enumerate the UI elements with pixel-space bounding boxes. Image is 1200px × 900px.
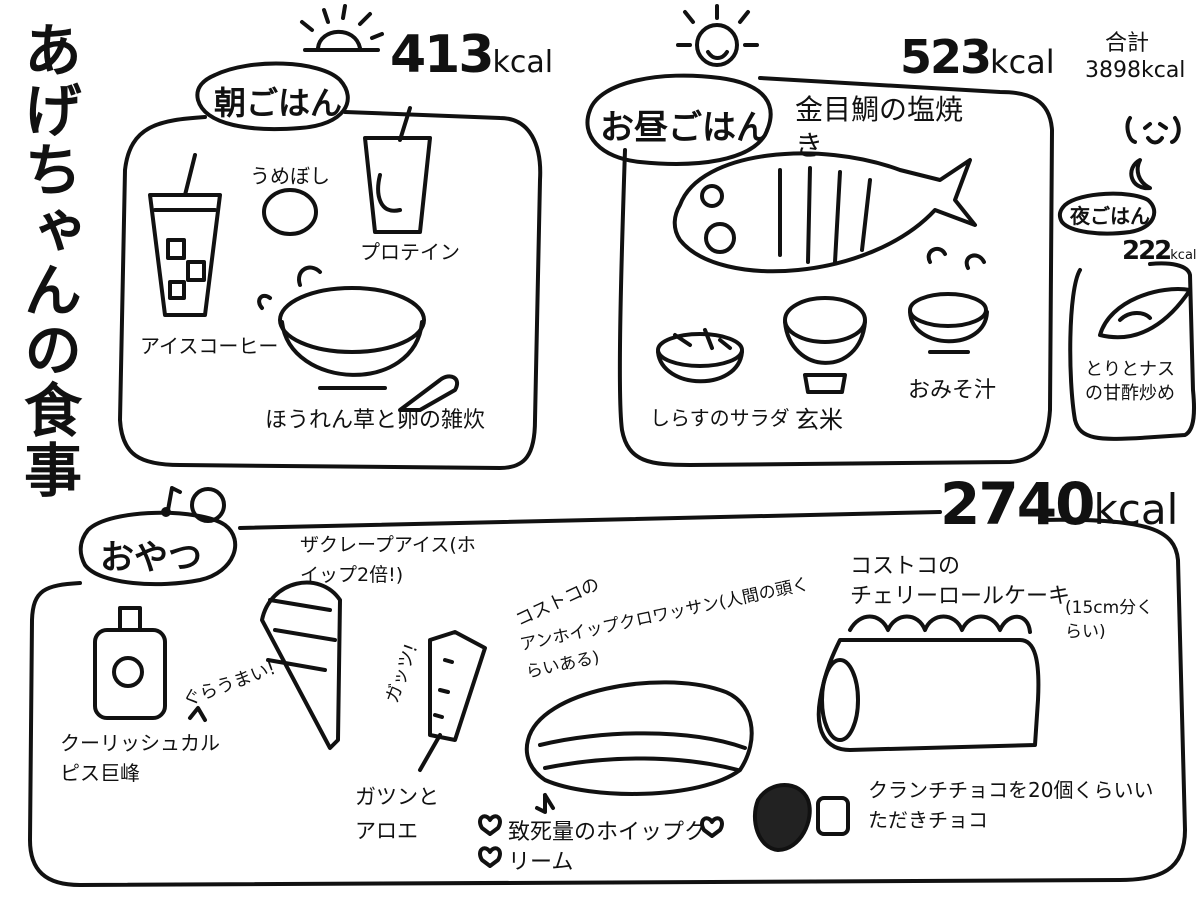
snack-label: おやつ — [100, 538, 202, 578]
breakfast-kcal: 413kcal — [390, 25, 553, 85]
stirfry-drawing — [1098, 287, 1192, 340]
dinner-kcal-unit: kcal — [1170, 248, 1197, 263]
rice-bowl-drawing — [783, 296, 867, 394]
snack-kcal: 2740kcal — [940, 470, 1178, 538]
snack-crepe: ザクレープアイス(ホイップ2倍!) — [300, 534, 476, 586]
dinner-bubble — [1057, 191, 1157, 236]
moon-icon — [1129, 158, 1152, 191]
snack-cake-size: (15cm分くらい) — [1065, 598, 1154, 642]
lunch-item-rice: 玄米 — [795, 406, 843, 434]
snack-frame — [28, 510, 1187, 887]
snack-garigari: ガツンとアロエ — [355, 785, 439, 843]
snack-croissant-note: 致死量のホイップクリーム — [508, 820, 707, 875]
dinner-kcal: 222kcal — [1122, 236, 1197, 266]
breakfast-frame — [118, 110, 543, 470]
total-value: 3898kcal — [1085, 58, 1186, 83]
snack-cake-maker: コストコの — [850, 554, 961, 579]
dinner-kcal-value: 222 — [1122, 236, 1172, 266]
snack-kcal-unit: kcal — [1093, 485, 1179, 534]
breakfast-bubble — [195, 61, 350, 132]
protein-drawing — [363, 106, 432, 234]
arrow-mark — [188, 706, 207, 722]
calpis-drawing — [93, 606, 167, 720]
page-title: あげちゃんの食事 — [14, 20, 82, 500]
heart-icon-2 — [478, 846, 502, 868]
breakfast-item-coffee: アイスコーヒー — [140, 334, 279, 358]
snack-calpis: クーリッシュカルピス巨峰 — [60, 731, 220, 785]
sun-icon-lunch — [676, 4, 759, 67]
iced-coffee-drawing — [148, 153, 222, 317]
fish-drawing — [672, 151, 977, 274]
heart-icon-3 — [700, 816, 724, 838]
lunch-item-salad: しらすのサラダ — [650, 406, 790, 430]
breakfast-kcal-value: 413 — [390, 25, 495, 85]
breakfast-label: 朝ごはん — [214, 84, 343, 122]
croissant-drawing — [524, 680, 754, 814]
lunch-item-miso: おみそ汁 — [908, 378, 997, 403]
lunch-label: お昼ごはん — [600, 108, 770, 148]
total-label: 合計 — [1105, 31, 1150, 56]
crepe-drawing — [260, 580, 342, 750]
dinner-label: 夜ごはん — [1070, 204, 1150, 228]
happy-face-icon — [1125, 116, 1181, 145]
snack-kcal-value: 2740 — [940, 470, 1095, 538]
breakfast-kcal-unit: kcal — [492, 45, 554, 80]
lunch-bubble — [585, 73, 773, 166]
miso-drawing — [908, 246, 989, 354]
lunch-frame — [617, 76, 1054, 467]
breakfast-item-protein: プロテイン — [360, 240, 460, 264]
breakfast-item-zosui: ほうれん草と卵の雑炊 — [265, 408, 486, 433]
rollcake-drawing — [816, 614, 1041, 752]
heart-icon — [478, 814, 502, 836]
chocolate-drawing — [752, 783, 850, 852]
snack-choco: クランチチョコを20個くらいいただきチョコ — [868, 778, 1154, 832]
happy-face-icon-snack — [190, 487, 226, 523]
lunch-kcal-value: 523 — [900, 30, 992, 84]
zosui-drawing — [257, 265, 460, 412]
lunch-kcal: 523kcal — [900, 30, 1055, 84]
dinner-item: とりとナスの甘酢炒め — [1085, 359, 1175, 404]
lunch-kcal-unit: kcal — [990, 43, 1055, 81]
ice-bar-drawing — [418, 630, 487, 772]
salad-drawing — [656, 328, 744, 384]
dinner-frame — [1068, 261, 1196, 441]
umeboshi-drawing — [262, 188, 318, 236]
sun-icon — [300, 4, 384, 52]
music-note-icon — [161, 486, 182, 517]
breakfast-item-umeboshi: うめぼし — [250, 164, 330, 188]
lunch-fish-title: 金目鯛の塩焼き — [795, 93, 964, 162]
snack-cake: チェリーロールケーキ — [850, 584, 1071, 609]
